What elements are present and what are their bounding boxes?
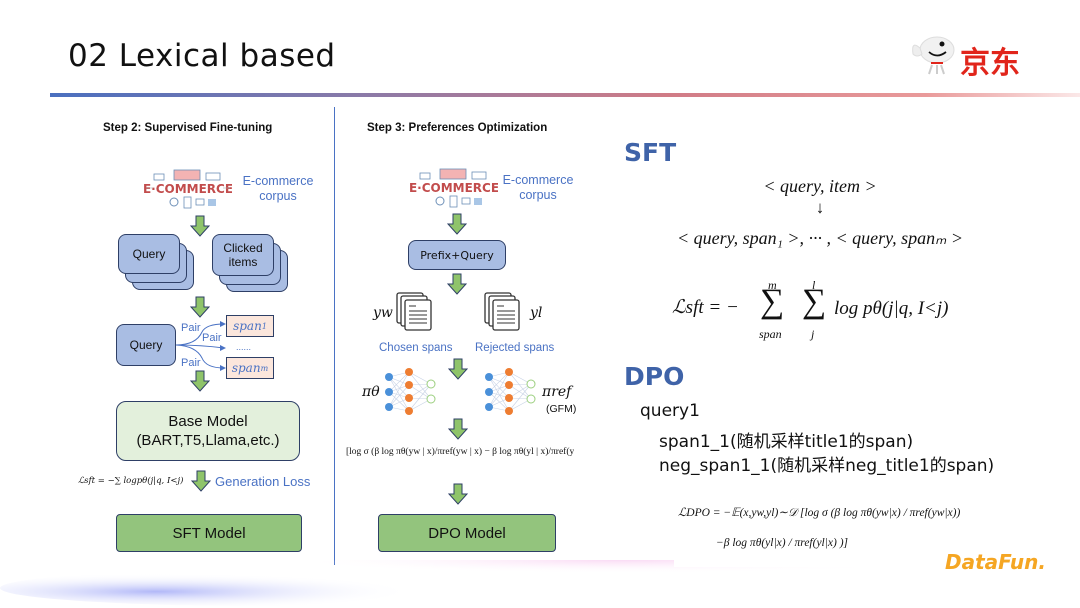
sft-heading: SFT xyxy=(624,138,677,167)
sft-loss-sum1-upper: m xyxy=(768,278,777,292)
chosen-spans-label: Chosen spans xyxy=(379,342,453,354)
dpo-objective-formula: [log σ (β log πθ(yw | x)/πref(yw | x) − … xyxy=(346,447,574,457)
down-arrow-icon xyxy=(190,370,210,392)
base-model-box: Base Model (BART,T5,Llama,etc.) xyxy=(116,401,300,461)
chosen-documents-icon xyxy=(396,292,432,331)
sft-loss-sum2: ∑ xyxy=(802,283,827,320)
sft-loss-sum1: ∑ xyxy=(760,283,785,320)
dpo-loss-line1: ℒDPO = −𝔼(x,yw,yl)∼𝒟 [log σ (β log πθ(yw… xyxy=(678,507,961,519)
base-model-title: Base Model xyxy=(168,413,248,430)
pi-ref-label: πref xyxy=(542,384,572,400)
down-arrow-icon xyxy=(190,215,210,237)
clicked-line2: items xyxy=(228,255,258,269)
datafun-logo: DataFun. xyxy=(945,550,1046,574)
dpo-heading: DPO xyxy=(624,362,685,391)
corpus-label-line1: E-commerce xyxy=(242,174,314,188)
rejected-documents-icon xyxy=(484,292,520,331)
decorative-gradient xyxy=(0,560,960,606)
query-box: Query xyxy=(116,324,176,366)
ecommerce-image: E·COMMERCE xyxy=(410,168,498,208)
sft-loss-lhs: ℒsft = − xyxy=(672,297,739,318)
down-arrow-icon xyxy=(448,483,468,505)
prefix-query-box: Prefix+Query xyxy=(408,240,506,270)
sft-loss-sum2-lower: j xyxy=(811,327,815,341)
span-text: span xyxy=(233,319,262,333)
query-stack-box: Query xyxy=(118,234,180,274)
jd-logo-text: 京东 xyxy=(960,46,1020,81)
sft-loss-sum2-upper: l xyxy=(812,278,816,292)
rejected-spans-label: Rejected spans xyxy=(475,342,555,354)
query-item-pair: < query, item > xyxy=(763,176,877,196)
pi-theta-label: πθ xyxy=(362,384,380,400)
pair-label-3: Pair xyxy=(181,357,201,369)
column-divider xyxy=(334,107,335,565)
transform-arrow: ↓ xyxy=(815,198,825,217)
gfm-label: (GFM) xyxy=(546,403,577,415)
down-arrow-icon xyxy=(447,213,467,235)
policy-network-icon xyxy=(385,368,436,415)
sft-step-title: Step 2: Supervised Fine-tuning xyxy=(103,122,273,134)
pair-label-2: Pair xyxy=(202,332,222,344)
down-arrow-icon xyxy=(190,296,210,318)
span-text: span xyxy=(231,361,261,375)
sft-loss-sum1-lower: span xyxy=(759,327,782,341)
clicked-line1: Clicked xyxy=(223,241,263,255)
ecommerce-image: E·COMMERCE xyxy=(144,169,232,209)
svg-text:E·COMMERCE: E·COMMERCE xyxy=(410,181,498,195)
down-arrow-icon xyxy=(191,470,211,492)
span-ellipsis: ...... xyxy=(236,342,252,352)
sft-model-box: SFT Model xyxy=(116,514,302,552)
dpo-step-title: Step 3: Preferences Optimization xyxy=(367,122,548,134)
pair-arrows xyxy=(176,321,226,371)
yl-label: yl xyxy=(530,305,543,321)
yw-label: yw xyxy=(373,305,393,321)
reference-network-icon xyxy=(485,368,536,415)
sft-loss-rhs: log pθ(j|q, I<j) xyxy=(834,298,949,319)
clicked-items-box: Clicked items xyxy=(212,234,274,276)
page-title: 02 Lexical based xyxy=(68,38,336,74)
span-subscript: 1 xyxy=(261,321,267,331)
down-arrow-icon xyxy=(448,418,468,440)
generation-loss-label: Generation Loss xyxy=(215,474,311,489)
sft-loss-formula-small: ℒsft = −∑ logpθ(j|q, I<j) xyxy=(78,476,184,486)
dpo-model-box: DPO Model xyxy=(378,514,556,552)
svg-text:E·COMMERCE: E·COMMERCE xyxy=(144,182,232,196)
pair-label-1: Pair xyxy=(181,322,201,334)
down-arrow-icon xyxy=(447,273,467,295)
base-model-examples: (BART,T5,Llama,etc.) xyxy=(136,432,280,449)
query-span-pairs: < query, span₁ >, ··· , < query, spanₘ > xyxy=(676,228,964,248)
down-arrow-icon xyxy=(448,358,468,380)
span-subscript: m xyxy=(260,363,269,373)
dpo-query-line: query1 xyxy=(640,401,700,421)
corpus-label-line2: corpus xyxy=(519,188,557,202)
dpo-loss-panel: ℒDPO = −𝔼(x,yw,yl)∼𝒟 [log σ (β log πθ(yw… xyxy=(674,495,960,567)
corpus-label-line2: corpus xyxy=(259,189,297,203)
title-divider xyxy=(50,93,1080,97)
dpo-positive-span-line: span1_1(随机采样title1的span) xyxy=(659,432,914,452)
dpo-negative-span-line: neg_span1_1(随机采样neg_title1的span) xyxy=(659,456,995,476)
sft-corpus-label: E-commerce corpus xyxy=(236,174,320,204)
dpo-corpus-label: E-commerce corpus xyxy=(496,173,580,203)
dpo-loss-line2: −β log πθ(yl|x) / πref(yl|x) )] xyxy=(716,537,849,549)
corpus-label-line1: E-commerce xyxy=(502,173,574,187)
jd-mascot-icon xyxy=(912,36,955,75)
